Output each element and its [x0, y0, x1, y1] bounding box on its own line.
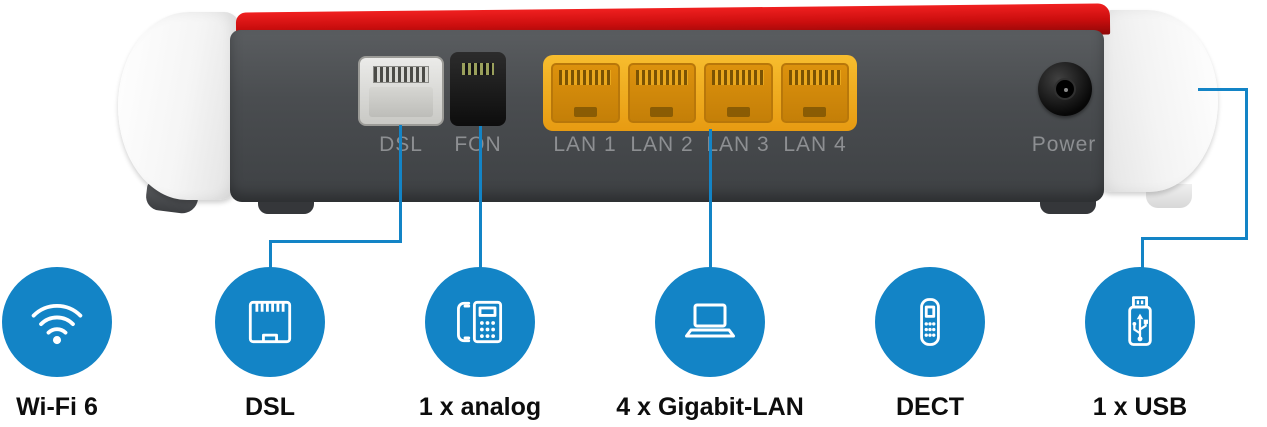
feature-circle-wifi — [2, 267, 112, 377]
feature-circle-lan — [655, 267, 765, 377]
callout-line-usb-vertical — [1245, 88, 1248, 240]
lan-port-block — [543, 55, 857, 131]
lan-port-notch — [650, 107, 674, 117]
lan-port-pins — [635, 70, 688, 85]
power-jack — [1038, 62, 1092, 116]
callout-line-dsl-drop — [269, 240, 272, 270]
power-jack-hole — [1054, 78, 1076, 100]
feature-label-lan: 4 x Gigabit-LAN — [616, 393, 804, 421]
lan-port-notch — [726, 107, 750, 117]
wifi-icon — [31, 304, 83, 345]
feature-label-analog: 1 x analog — [418, 393, 542, 421]
lan-port-notch — [803, 107, 827, 117]
fon-port-label: FON — [454, 133, 502, 156]
fon-port-pins — [462, 63, 494, 75]
usb-stick-icon — [1128, 296, 1152, 346]
callout-line-fon — [479, 126, 482, 270]
lan4-port-label: LAN 4 — [783, 133, 847, 156]
lan-port-pins — [712, 70, 765, 85]
callout-line-usb-horizontal-top — [1198, 88, 1248, 91]
lan-port-notch — [573, 107, 597, 117]
callout-line-usb-horizontal-bottom — [1141, 237, 1248, 240]
feature-circle-analog — [425, 267, 535, 377]
lan-port-1 — [551, 63, 620, 123]
lan-port-pins — [788, 70, 841, 85]
callout-line-dsl-horizontal — [269, 240, 402, 243]
feature-circle-dsl — [215, 267, 325, 377]
lan3-port-label: LAN 3 — [706, 133, 770, 156]
router-right-end-cap — [1096, 10, 1218, 192]
lan-port-4 — [780, 63, 849, 123]
dsl-port — [358, 56, 444, 126]
feature-label-usb: 1 x USB — [1092, 393, 1188, 421]
feature-label-wifi: Wi-Fi 6 — [16, 393, 98, 421]
lan-port-2 — [627, 63, 696, 123]
lan2-port-label: LAN 2 — [630, 133, 694, 156]
dect-handset-icon — [920, 298, 940, 346]
fon-port — [450, 52, 506, 126]
callout-line-lan — [709, 129, 712, 270]
lan-port-3 — [704, 63, 773, 123]
feature-circle-usb — [1085, 267, 1195, 377]
lan1-port-label: LAN 1 — [553, 133, 617, 156]
feature-label-dect: DECT — [895, 393, 965, 421]
callout-line-dsl-vertical — [399, 125, 402, 243]
feature-label-dsl: DSL — [245, 393, 295, 421]
dsl-port-inner — [369, 87, 433, 117]
dsl-port-pins — [373, 66, 429, 83]
feature-circle-dect — [875, 267, 985, 377]
power-jack-pin — [1064, 88, 1068, 92]
router-left-end-cap — [118, 12, 240, 200]
callout-line-usb-drop — [1141, 237, 1144, 270]
lan-port-pins — [559, 70, 612, 85]
ethernet-port-icon — [248, 300, 292, 344]
power-jack-label: Power — [1031, 133, 1097, 156]
analog-phone-icon — [457, 300, 503, 344]
laptop-icon — [685, 303, 735, 338]
